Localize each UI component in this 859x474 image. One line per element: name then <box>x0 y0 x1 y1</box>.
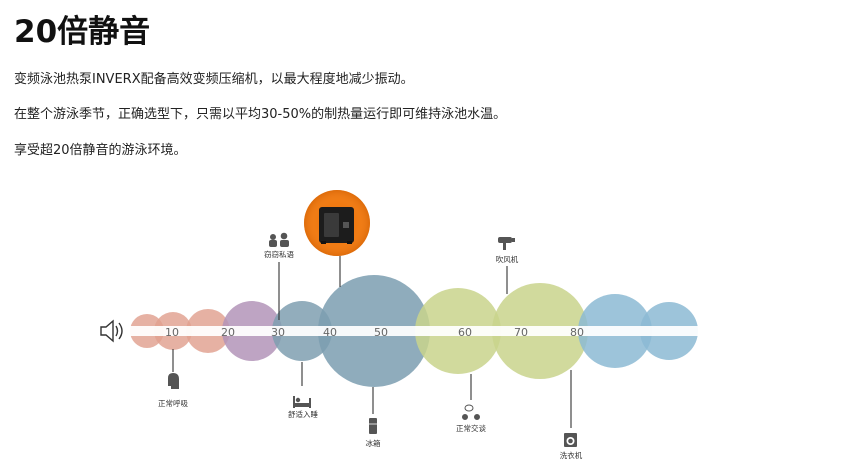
breathing-icon <box>168 373 179 389</box>
paragraph-2: 在整个游泳季节，正确选型下，只需以平均30-50%的制热量运行即可维持泳池水温。 <box>14 107 507 122</box>
page-title: 20倍静音 <box>14 14 151 50</box>
tick-label: 60 <box>458 326 472 339</box>
sleeping-label: 舒适入睡 <box>288 409 318 419</box>
breathing-label: 正常呼吸 <box>158 398 188 408</box>
paragraph-3: 享受超20倍静音的游泳环境。 <box>14 143 187 158</box>
tick-label: 80 <box>570 326 584 339</box>
tick-label: 30 <box>271 326 285 339</box>
whisper-label: 窃窃私语 <box>264 249 294 259</box>
whisper-icon <box>269 232 289 247</box>
hair-dryer-icon <box>498 237 515 250</box>
connector-lines <box>172 256 572 428</box>
fridge-icon <box>369 418 377 434</box>
fridge-label: 冰箱 <box>366 438 381 448</box>
conversation-icon <box>462 404 480 420</box>
scale-band <box>128 326 700 336</box>
scale-ticks: 10 20 30 40 50 60 70 80 <box>165 326 584 339</box>
sleeping-icon <box>293 396 311 408</box>
hair-dryer-label: 吹风机 <box>496 254 519 264</box>
tick-label: 40 <box>323 326 337 339</box>
tick-label: 70 <box>514 326 528 339</box>
tick-label: 10 <box>165 326 179 339</box>
washing-machine-label: 洗衣机 <box>560 450 583 460</box>
conversation-label: 正常交谈 <box>456 423 486 433</box>
heat-pump-product <box>304 190 370 256</box>
speaker-icon <box>100 319 123 343</box>
washing-machine-icon <box>564 433 577 447</box>
tick-label: 50 <box>374 326 388 339</box>
tick-label: 20 <box>221 326 235 339</box>
paragraph-1: 变频泳池热泵INVERX配备高效变频压缩机，以最大程度地减少振动。 <box>14 72 414 87</box>
